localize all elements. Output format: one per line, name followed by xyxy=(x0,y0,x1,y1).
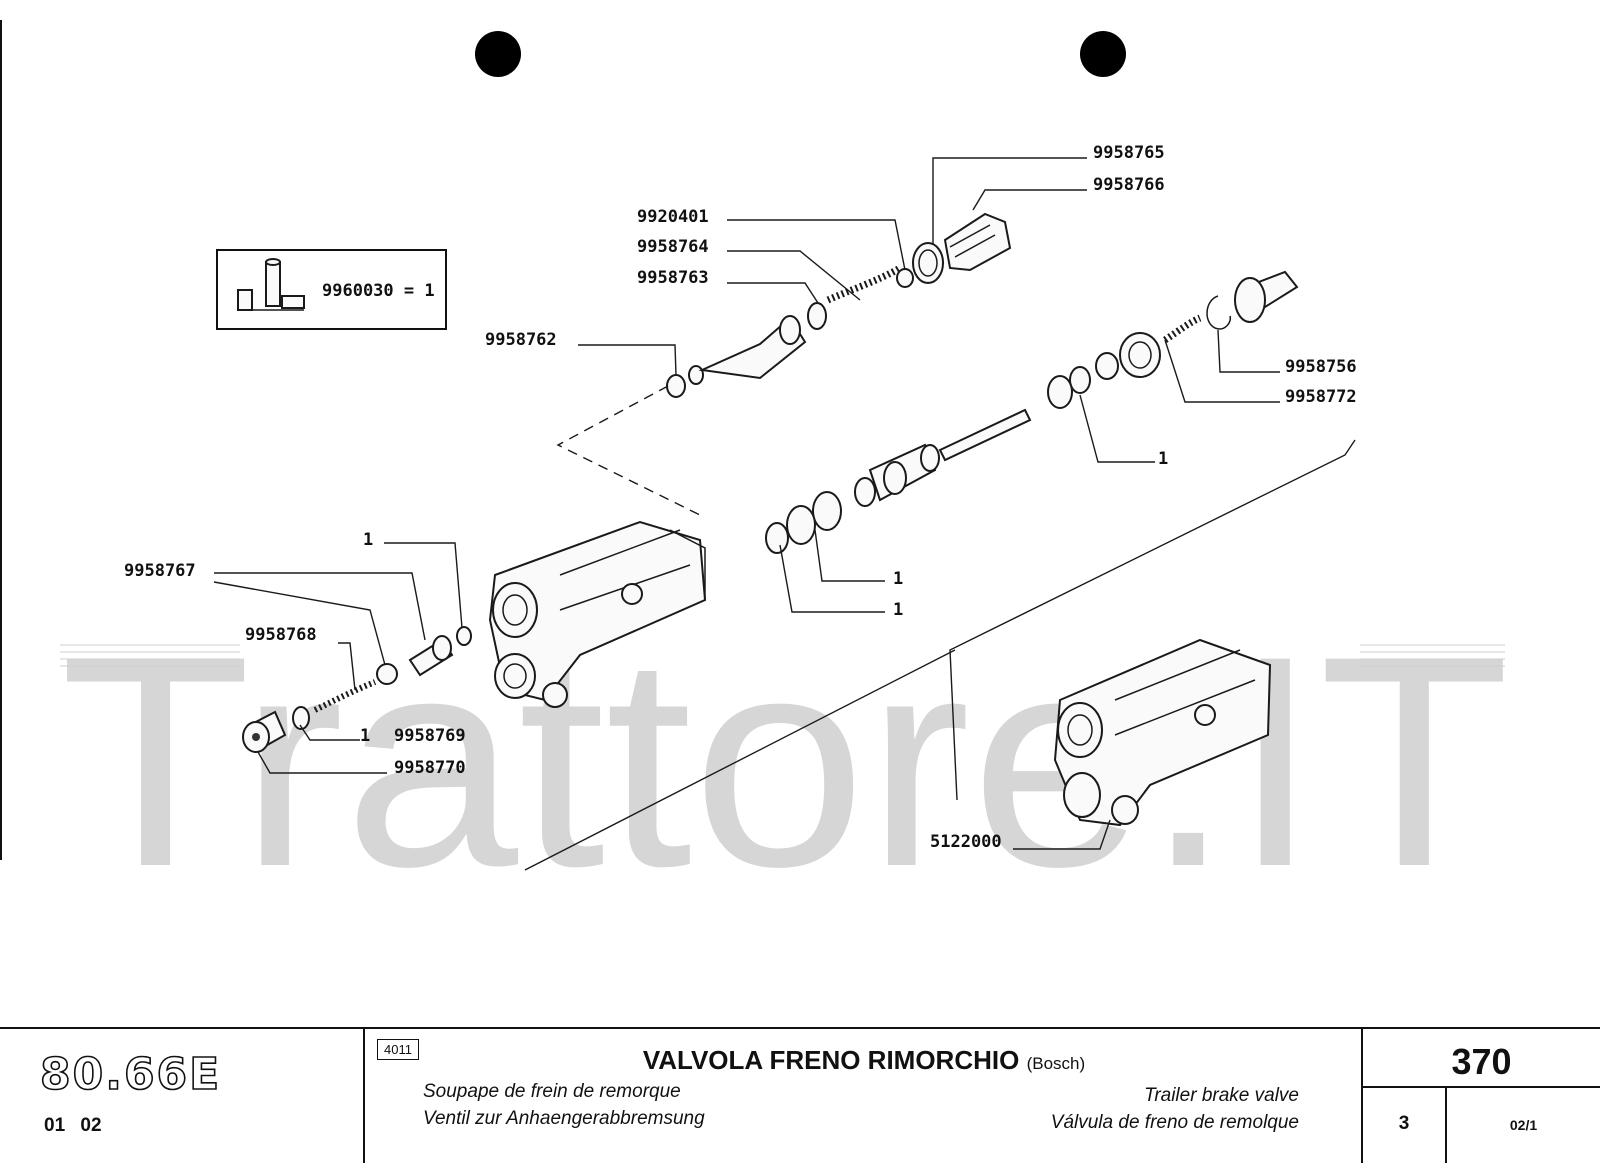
page-cell: 370 3 02/1 xyxy=(1363,1029,1600,1163)
callout-9958756: 9958756 xyxy=(1285,357,1357,377)
leader-lines xyxy=(213,157,1280,850)
dashed-assembly-line xyxy=(556,385,701,516)
divider xyxy=(1445,1086,1447,1163)
model-cell: 80.66E 01 02 xyxy=(0,1029,365,1163)
title-spanish: Válvula de freno de remolque xyxy=(1050,1112,1299,1133)
left-plug-assembly xyxy=(242,626,472,753)
title-cell: 4011 VALVOLA FRENO RIMORCHIO (Bosch) Sou… xyxy=(365,1029,1363,1163)
callout-qty-orings-b: 1 xyxy=(893,600,903,620)
kit-box: 9960030 = 1 xyxy=(216,249,447,330)
title-italian: VALVOLA FRENO RIMORCHIO (Bosch) xyxy=(365,1045,1363,1076)
callout-9958767: 9958767 xyxy=(124,561,196,581)
model-variants: 01 02 xyxy=(44,1115,102,1136)
brand-label: (Bosch) xyxy=(1026,1054,1086,1073)
right-spool-assembly xyxy=(765,270,1299,554)
upper-spool-assembly xyxy=(666,212,1012,398)
callout-9920401: 9920401 xyxy=(637,207,709,227)
model-number: 80.66E xyxy=(39,1048,222,1101)
callout-qty-seal-mid: 1 xyxy=(1158,449,1168,469)
callout-9958770: 9958770 xyxy=(394,758,466,778)
assembled-valve xyxy=(1053,638,1272,827)
binder-hole-left xyxy=(475,31,521,77)
callout-9958763: 9958763 xyxy=(637,268,709,288)
assembly-outline xyxy=(949,439,1356,801)
callout-9958766: 9958766 xyxy=(1093,175,1165,195)
binder-hole-right xyxy=(1080,31,1126,77)
callout-qty-left-top: 1 xyxy=(363,530,373,550)
assembly-outline-2 xyxy=(524,649,956,871)
watermark: Trattore.IT xyxy=(60,593,1510,929)
watermark-hatch xyxy=(60,644,1505,667)
group-code: 4011 xyxy=(377,1039,419,1060)
callout-qty-left-bottom: 1 xyxy=(360,726,370,746)
title-french: Soupape de frein de remorque xyxy=(423,1081,681,1102)
callout-9958772: 9958772 xyxy=(1285,387,1357,407)
page-number: 370 xyxy=(1451,1041,1512,1082)
divider xyxy=(1363,1086,1600,1088)
callout-9958762: 9958762 xyxy=(485,330,557,350)
title-italian-text: VALVOLA FRENO RIMORCHIO xyxy=(642,1045,1020,1075)
valve-body xyxy=(488,520,707,708)
title-block: 80.66E 01 02 4011 VALVOLA FRENO RIMORCHI… xyxy=(0,1027,1600,1163)
callout-9958764: 9958764 xyxy=(637,237,709,257)
title-english: Trailer brake valve xyxy=(1144,1085,1299,1106)
kit-label: 9960030 = 1 xyxy=(322,281,435,301)
revision-code: 02/1 xyxy=(1509,1117,1538,1133)
title-german: Ventil zur Anhaengerabbremsung xyxy=(423,1108,705,1129)
callout-9958768: 9958768 xyxy=(245,625,317,645)
callout-9958765: 9958765 xyxy=(1093,143,1165,163)
callout-5122000: 5122000 xyxy=(930,832,1002,852)
callout-qty-orings-a: 1 xyxy=(893,569,903,589)
callout-9958769: 9958769 xyxy=(394,726,466,746)
sheet-number: 3 xyxy=(1398,1113,1410,1134)
